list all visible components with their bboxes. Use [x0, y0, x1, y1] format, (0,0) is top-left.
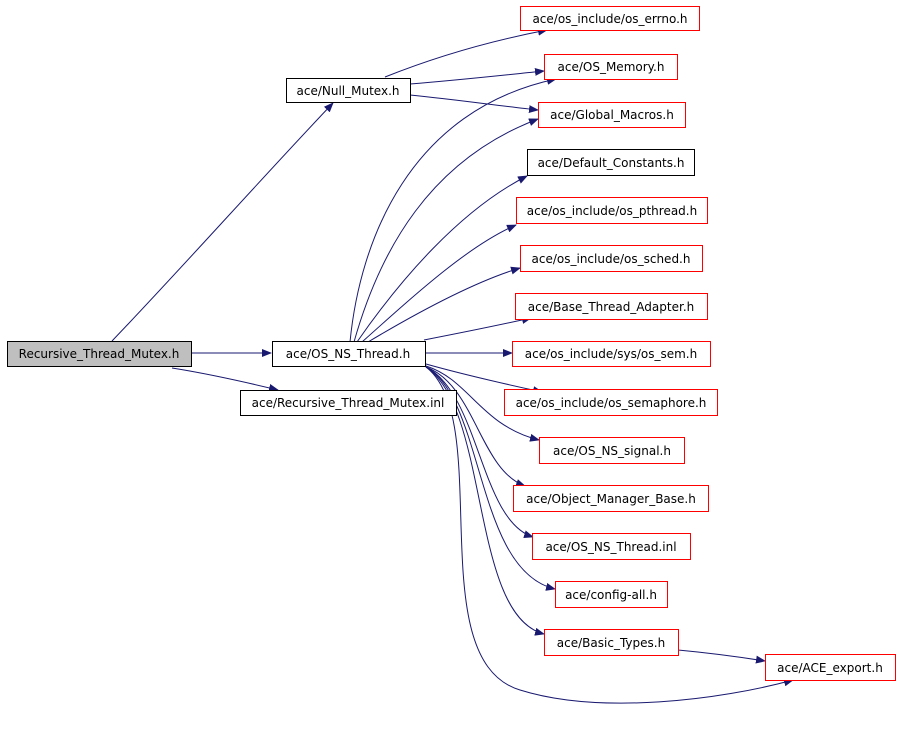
node-base-thread-adapter[interactable]: ace/Base_Thread_Adapter.h [515, 293, 708, 320]
node-label-os-pthread: ace/os_include/os_pthread.h [527, 204, 697, 218]
node-label-os-sem: ace/os_include/sys/os_sem.h [525, 347, 697, 361]
node-label-os-semaphore: ace/os_include/os_semaphore.h [516, 396, 707, 410]
edge-root-null-mutex [111, 102, 334, 342]
node-os-errno[interactable]: ace/os_include/os_errno.h [520, 6, 700, 31]
node-label-object-manager-base: ace/Object_Manager_Base.h [526, 492, 696, 506]
edge-thread-os-memory [349, 76, 557, 343]
edge-null-mutex-os-errno [384, 27, 548, 78]
node-default-constants[interactable]: ace/Default_Constants.h [527, 149, 695, 176]
node-label-default-constants: ace/Default_Constants.h [538, 156, 685, 170]
edge-thread-global-macros [353, 118, 539, 343]
edge-root-recursive-inl [171, 367, 279, 392]
edge-thread-object-manager-base [425, 366, 526, 487]
node-os-pthread[interactable]: ace/os_include/os_pthread.h [516, 197, 708, 224]
node-object-manager-base[interactable]: ace/Object_Manager_Base.h [513, 485, 709, 512]
node-os-memory[interactable]: ace/OS_Memory.h [544, 54, 678, 80]
node-config-all[interactable]: ace/config-all.h [555, 581, 668, 608]
node-label-root: Recursive_Thread_Mutex.h [19, 347, 180, 361]
edge-thread-os-ns-thread-inl [425, 366, 534, 539]
node-os-ns-signal[interactable]: ace/OS_NS_signal.h [539, 437, 685, 464]
edge-thread-config-all [425, 366, 556, 591]
node-label-recursive-inl: ace/Recursive_Thread_Mutex.inl [252, 396, 445, 410]
node-label-os-errno: ace/os_include/os_errno.h [532, 12, 687, 26]
node-os-sem[interactable]: ace/os_include/sys/os_sem.h [512, 341, 711, 367]
node-root[interactable]: Recursive_Thread_Mutex.h [7, 341, 192, 367]
node-label-os-ns-signal: ace/OS_NS_signal.h [553, 444, 671, 458]
node-os-sched[interactable]: ace/os_include/os_sched.h [520, 245, 703, 272]
node-os-ns-thread-inl[interactable]: ace/OS_NS_Thread.inl [532, 533, 691, 560]
node-label-basic-types: ace/Basic_Types.h [557, 636, 665, 650]
node-label-ace-export: ace/ACE_export.h [777, 661, 883, 675]
edge-basic-types-ace-export [677, 649, 766, 664]
node-label-os-sched: ace/os_include/os_sched.h [532, 252, 691, 266]
node-label-null-mutex: ace/Null_Mutex.h [297, 84, 400, 98]
node-label-os-ns-thread: ace/OS_NS_Thread.h [286, 347, 410, 361]
node-recursive-inl[interactable]: ace/Recursive_Thread_Mutex.inl [240, 390, 457, 416]
edge-thread-os-pthread [361, 224, 517, 343]
node-basic-types[interactable]: ace/Basic_Types.h [544, 629, 679, 656]
node-ace-export[interactable]: ace/ACE_export.h [765, 654, 896, 681]
node-label-os-ns-thread-inl: ace/OS_NS_Thread.inl [545, 540, 676, 554]
node-label-os-memory: ace/OS_Memory.h [558, 60, 665, 74]
node-label-global-macros: ace/Global_Macros.h [550, 108, 674, 122]
edge-null-mutex-os-memory [409, 67, 545, 85]
node-os-semaphore[interactable]: ace/os_include/os_semaphore.h [504, 389, 718, 416]
edge-thread-base-thread-adapter [423, 316, 532, 341]
node-global-macros[interactable]: ace/Global_Macros.h [538, 102, 686, 128]
edge-thread-default-constants [356, 175, 528, 343]
node-label-config-all: ace/config-all.h [565, 588, 657, 602]
edge-null-mutex-global-macros [409, 94, 539, 114]
edge-thread-os-sched [367, 266, 521, 343]
edge-thread-os-ns-signal [425, 365, 540, 442]
node-null-mutex[interactable]: ace/Null_Mutex.h [286, 78, 411, 103]
node-label-base-thread-adapter: ace/Base_Thread_Adapter.h [528, 300, 694, 314]
node-os-ns-thread[interactable]: ace/OS_NS_Thread.h [272, 341, 426, 367]
edge-thread-ace-export [425, 366, 794, 704]
